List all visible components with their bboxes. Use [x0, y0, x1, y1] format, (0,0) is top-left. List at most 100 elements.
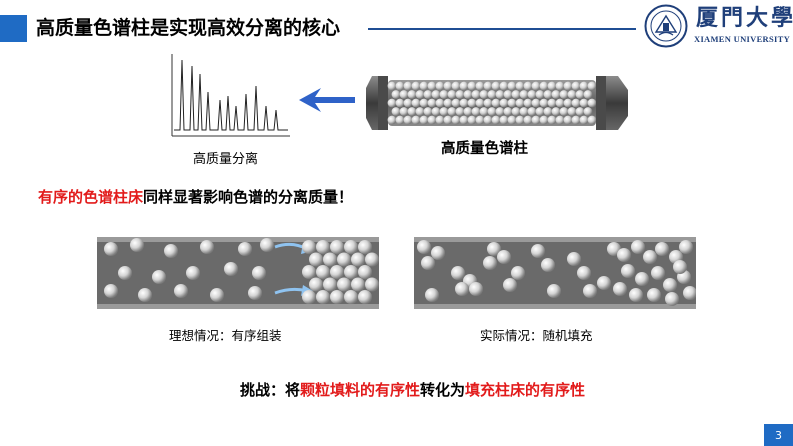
- particle: [547, 284, 561, 298]
- particle: [539, 81, 549, 91]
- particle: [387, 81, 397, 91]
- particle: [651, 266, 665, 280]
- particle: [447, 107, 457, 116]
- particle: [523, 98, 533, 108]
- actual-packing-panel: [414, 237, 696, 309]
- particle: [330, 265, 344, 279]
- particle: [499, 98, 509, 108]
- particle: [469, 282, 483, 296]
- particle: [491, 115, 501, 125]
- particle: [567, 252, 581, 266]
- particle: [567, 90, 577, 99]
- particle: [495, 90, 505, 99]
- particle: [559, 107, 569, 116]
- logo-name-en: XIAMEN UNIVERSITY: [694, 34, 791, 44]
- particle: [523, 81, 533, 91]
- particle: [563, 115, 573, 125]
- particle: [551, 90, 561, 99]
- particle: [451, 115, 461, 125]
- column-label: 高质量色谱柱: [441, 141, 528, 157]
- particle: [407, 107, 417, 116]
- particle: [425, 288, 439, 302]
- particle: [459, 81, 469, 91]
- particle: [451, 266, 465, 280]
- challenge-middle: 转化为: [420, 381, 466, 399]
- particle: [419, 98, 429, 108]
- particle: [617, 248, 631, 262]
- particle: [535, 107, 545, 116]
- particle: [491, 81, 501, 91]
- ideal-packing-panel: [97, 237, 379, 309]
- particle: [411, 81, 421, 91]
- particle: [238, 242, 252, 256]
- particle: [583, 107, 593, 116]
- particle: [539, 98, 549, 108]
- particle: [427, 81, 437, 91]
- particle: [531, 115, 541, 125]
- particle: [403, 115, 413, 125]
- particle: [459, 115, 469, 125]
- particle: [503, 278, 517, 292]
- particle: [587, 81, 597, 91]
- particle: [309, 277, 323, 292]
- particle: [629, 288, 643, 302]
- particle: [431, 246, 445, 260]
- particle: [673, 260, 687, 274]
- particle: [395, 81, 405, 91]
- particle: [224, 262, 238, 276]
- university-logo: 厦門大學 XIAMEN UNIVERSITY: [644, 4, 793, 50]
- particle: [399, 90, 409, 99]
- chromatography-column: [366, 76, 628, 130]
- arrow-left-icon: [299, 88, 355, 112]
- particle: [655, 242, 669, 256]
- particle: [323, 252, 337, 267]
- particle: [344, 290, 358, 304]
- particle: [571, 115, 581, 125]
- particle: [302, 240, 316, 254]
- particle: [467, 81, 477, 91]
- particle: [583, 90, 593, 99]
- particle: [543, 107, 553, 116]
- particle: [316, 240, 330, 254]
- particle: [613, 282, 627, 296]
- particle: [130, 238, 144, 252]
- particle: [435, 98, 445, 108]
- particle: [531, 244, 545, 258]
- particle: [104, 284, 118, 298]
- particle: [419, 115, 429, 125]
- particle: [515, 115, 525, 125]
- particle: [479, 107, 489, 116]
- particle: [647, 288, 661, 302]
- particle: [631, 240, 645, 254]
- particle: [463, 107, 473, 116]
- slide-title: 高质量色谱柱是实现高效分离的核心: [36, 17, 341, 39]
- particle: [487, 107, 497, 116]
- particle: [543, 90, 553, 99]
- chromatogram-trace: [174, 59, 288, 131]
- particle: [571, 81, 581, 91]
- particle: [559, 90, 569, 99]
- particle: [260, 238, 274, 252]
- particle: [519, 107, 529, 116]
- particle: [563, 98, 573, 108]
- particle: [138, 288, 152, 302]
- challenge-highlight-1: 颗粒填料的有序性: [300, 381, 421, 399]
- ideal-caption: 理想情况：有序组装: [169, 328, 282, 343]
- particle: [358, 240, 372, 254]
- particle: [248, 286, 262, 300]
- particle: [387, 115, 397, 125]
- particle: [435, 115, 445, 125]
- particle: [443, 115, 453, 125]
- title-underline: [368, 28, 636, 30]
- particle: [523, 115, 533, 125]
- particle: [252, 266, 266, 280]
- particle: [575, 107, 585, 116]
- particle: [443, 81, 453, 91]
- particle: [431, 107, 441, 116]
- particle: [316, 265, 330, 279]
- particle: [330, 290, 344, 304]
- particle: [515, 81, 525, 91]
- particle: [395, 115, 405, 125]
- particle: [399, 107, 409, 116]
- particle: [387, 98, 397, 108]
